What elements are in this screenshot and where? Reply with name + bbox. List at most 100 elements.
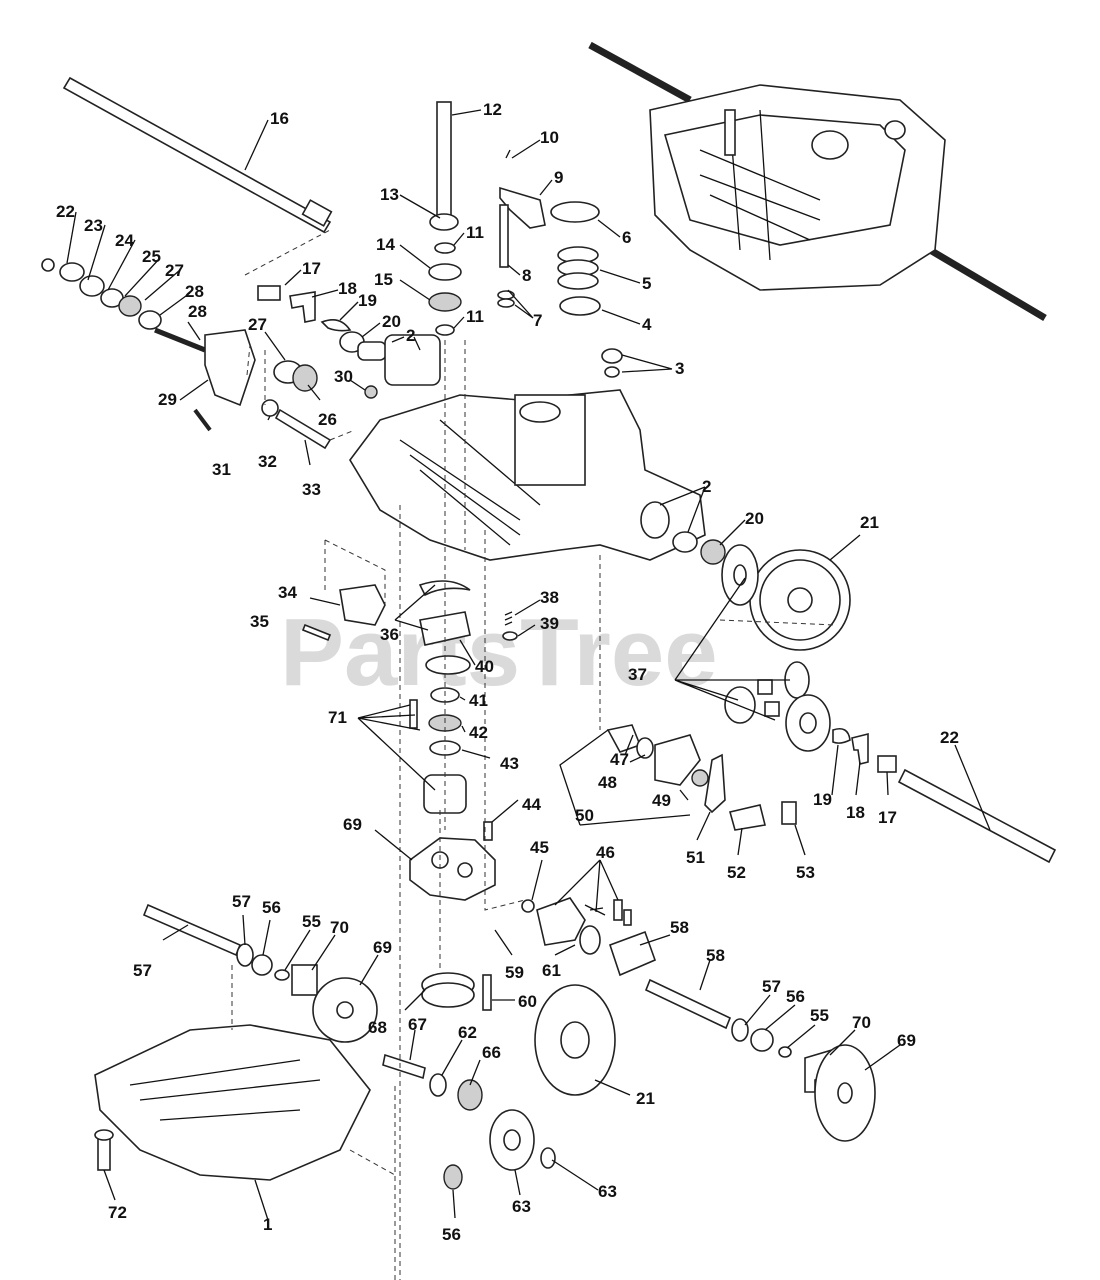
callout-45: 44 [522, 795, 541, 814]
callout-10: 10 [540, 128, 559, 147]
callout-29: 28 [188, 302, 207, 321]
callout-69: 69 [373, 938, 392, 957]
callout-11: 11 [466, 223, 484, 242]
callout-33: 32 [258, 452, 277, 471]
callout-labels: 16 12 10 9 13 11 14 15 11 6 5 4 7 8 3 17… [56, 100, 959, 1244]
callout-19: 19 [358, 291, 377, 310]
callout-8: 8 [522, 266, 531, 285]
callout-66: 67 [408, 1015, 427, 1034]
callout-56: 56 [262, 898, 281, 917]
callout-9: 9 [554, 168, 563, 187]
callout-54: 53 [796, 863, 815, 882]
callout-21: 21 [636, 1089, 655, 1108]
callout-22: 22 [940, 728, 959, 747]
callout-2: 2 [406, 326, 415, 345]
output-shaft-left [142, 903, 378, 1043]
callout-16: 16 [270, 109, 289, 128]
callout-42: 41 [469, 691, 488, 710]
callout-25: 24 [115, 231, 134, 250]
callout-39: 38 [540, 588, 559, 607]
callout-72: 72 [108, 1203, 127, 1222]
lower-housing [94, 1024, 371, 1181]
callout-56: 56 [786, 987, 805, 1006]
callout-2: 2 [702, 477, 711, 496]
callout-43: 42 [469, 723, 488, 742]
callout-31: 30 [334, 367, 353, 386]
callout-47: 46 [596, 843, 615, 862]
callout-32: 31 [212, 460, 231, 479]
callout-1: 1 [263, 1215, 272, 1234]
callout-23: 22 [56, 202, 75, 221]
callout-6: 6 [622, 228, 631, 247]
callout-49: 48 [598, 773, 617, 792]
callout-70: 70 [330, 918, 349, 937]
callout-55: 55 [810, 1006, 829, 1025]
callout-35: 34 [278, 583, 297, 602]
callout-63: 62 [458, 1023, 477, 1042]
callout-18: 18 [846, 803, 865, 822]
callout-12: 12 [483, 100, 502, 119]
callout-52: 51 [686, 848, 705, 867]
callout-27: 27 [165, 261, 184, 280]
callout-57: 57 [232, 892, 251, 911]
leader-lines [66, 109, 991, 1221]
callout-62: 61 [542, 961, 561, 980]
callout-59: 58 [670, 918, 689, 937]
callout-26: 25 [142, 247, 161, 266]
callout-65: 66 [482, 1043, 501, 1062]
callout-38: 37 [628, 665, 647, 684]
callout-15: 15 [374, 270, 393, 289]
axle-shaft-16 [62, 76, 333, 234]
callout-60: 59 [505, 963, 524, 982]
callout-30: 29 [158, 390, 177, 409]
control-parts-4-10 [497, 149, 623, 378]
callout-41: 40 [475, 657, 494, 676]
callout-40: 39 [540, 614, 559, 633]
callout-14: 14 [376, 235, 395, 254]
callout-55: 55 [302, 912, 321, 931]
axle-shaft-22 [832, 727, 1057, 864]
callout-19: 19 [813, 790, 832, 809]
callout-51: 50 [575, 806, 594, 825]
output-shaft-right [644, 978, 876, 1142]
callout-28: 27 [248, 315, 267, 334]
callout-71: 71 [328, 708, 347, 727]
callout-44: 43 [500, 754, 519, 773]
callout-4: 4 [642, 315, 652, 334]
callout-21: 21 [860, 513, 879, 532]
callout-63: 63 [598, 1182, 617, 1201]
callout-57: 57 [762, 977, 781, 996]
brake-assembly-parts [41, 258, 387, 450]
assembled-transmission-view [588, 41, 1047, 322]
callout-36: 35 [250, 612, 269, 631]
callout-53: 52 [727, 863, 746, 882]
callout-37: 36 [380, 625, 399, 644]
callout-5: 5 [642, 274, 651, 293]
callout-67: 68 [368, 1018, 387, 1037]
callout-20: 20 [745, 509, 764, 528]
callout-11: 11 [466, 307, 484, 326]
callout-13: 13 [380, 185, 399, 204]
callout-18: 18 [338, 279, 357, 298]
callout-64: 63 [512, 1197, 531, 1216]
callout-56: 56 [442, 1225, 461, 1244]
callout-46: 45 [530, 838, 549, 857]
callout-34: 33 [302, 480, 321, 499]
callout-70: 70 [852, 1013, 871, 1032]
input-shaft-12-stack [428, 101, 462, 336]
callout-24: 23 [84, 216, 103, 235]
callout-61: 60 [518, 992, 537, 1011]
differential-gears [721, 544, 851, 752]
alignment-lines [231, 229, 836, 1280]
pump-block-parts [409, 821, 632, 955]
callout-69: 69 [897, 1031, 916, 1050]
lower-center-parts [382, 930, 657, 1190]
bypass-parts-48-54 [606, 724, 797, 831]
callout-27: 26 [318, 410, 337, 429]
callout-17: 17 [302, 259, 321, 278]
callout-48: 47 [610, 750, 629, 769]
callout-20: 20 [382, 312, 401, 331]
callout-58: 57 [133, 961, 152, 980]
callout-68: 69 [343, 815, 362, 834]
